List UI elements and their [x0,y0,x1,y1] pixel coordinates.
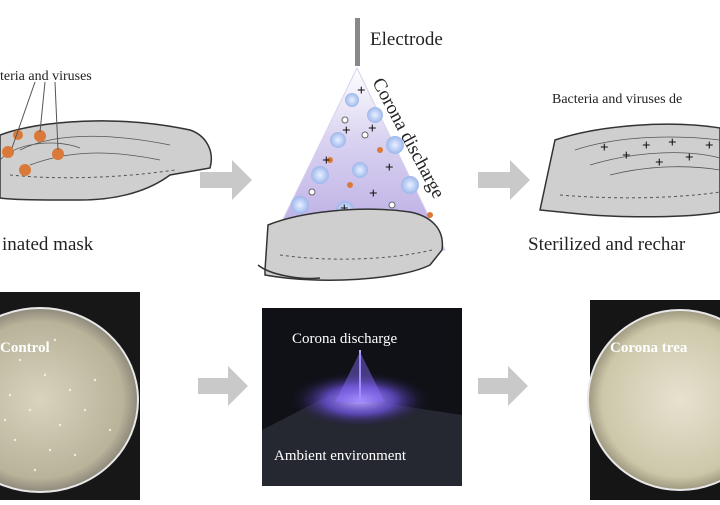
corona-discharge-photo-label: Corona discharge [292,331,397,347]
svg-text:+: + [342,123,351,139]
svg-text:+: + [357,83,366,99]
control-label: Control [0,340,50,356]
corona-treated-label: Corona trea [610,340,688,356]
svg-text:+: + [369,186,378,202]
svg-text:+: + [622,148,631,164]
svg-text:+: + [685,150,694,166]
svg-text:+: + [668,135,677,151]
sterilized-mask: + + + + + + + Bacteria and viruses de St… [528,92,720,255]
svg-text:+: + [655,155,664,171]
corona-discharge-photo: Corona discharge Ambient environment [262,308,462,486]
ambient-environment-label: Ambient environment [274,448,407,464]
arrow-right-icon [478,366,528,406]
electrode-label: Electrode [370,29,443,50]
caption-contaminated-mask: inated mask [2,234,94,255]
bacteria-label-right: Bacteria and viruses de [552,92,682,107]
bacteria-label-left: teria and viruses [0,69,92,84]
control-dish-photo: Control [0,292,140,500]
corona-treated-dish-photo: Corona trea [588,300,720,500]
arrow-right-icon [198,366,248,406]
svg-text:+: + [642,138,651,154]
svg-text:+: + [368,121,377,137]
corona-treatment: Electrode Corona discharge + + + + + + +… [258,18,449,280]
electrode [355,18,360,66]
contaminated-mask: teria and viruses inated mask [0,69,211,255]
svg-text:+: + [600,140,609,156]
arrow-right-icon [478,160,530,200]
bacteria-dot [19,164,31,176]
svg-text:+: + [322,153,331,169]
svg-text:+: + [705,138,714,154]
svg-text:+: + [385,160,394,176]
caption-sterilized-mask: Sterilized and rechar [528,234,686,255]
